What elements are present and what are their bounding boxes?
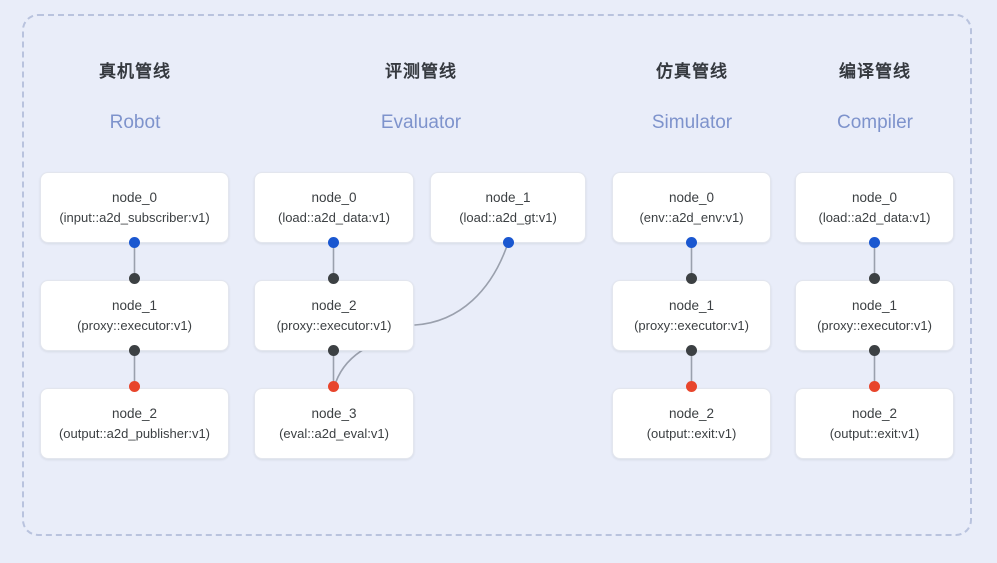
node-name: node_1 — [668, 298, 715, 313]
port-input-compiler-2[interactable] — [869, 381, 880, 392]
node-name: node_2 — [851, 406, 898, 421]
node-name: node_2 — [668, 406, 715, 421]
node-card-simulator-2[interactable]: node_2 (output::exit:v1) — [612, 388, 771, 459]
port-output-simulator-1[interactable] — [686, 345, 697, 356]
node-name: node_2 — [311, 298, 357, 313]
port-output-simulator-0[interactable] — [686, 237, 697, 248]
port-input-evaluator-2[interactable] — [328, 273, 339, 284]
node-card-simulator-1[interactable]: node_1 (proxy::executor:v1) — [612, 280, 771, 351]
port-output-compiler-0[interactable] — [869, 237, 880, 248]
node-type: (load::a2d_gt:v1) — [459, 210, 557, 225]
node-type: (input::a2d_subscriber:v1) — [59, 210, 210, 225]
node-name: node_0 — [111, 190, 158, 205]
node-card-compiler-2[interactable]: node_2 (output::exit:v1) — [795, 388, 954, 459]
node-card-compiler-1[interactable]: node_1 (proxy::executor:v1) — [795, 280, 954, 351]
node-name: node_0 — [851, 190, 898, 205]
node-type: (proxy::executor:v1) — [817, 318, 932, 333]
node-type: (load::a2d_data:v1) — [818, 210, 931, 225]
port-input-simulator-1[interactable] — [686, 273, 697, 284]
node-name: node_1 — [851, 298, 898, 313]
node-name: node_2 — [111, 406, 158, 421]
port-input-compiler-1[interactable] — [869, 273, 880, 284]
port-output-compiler-1[interactable] — [869, 345, 880, 356]
node-name: node_1 — [485, 190, 531, 205]
node-card-compiler-0[interactable]: node_0 (load::a2d_data:v1) — [795, 172, 954, 243]
node-card-evaluator-2[interactable]: node_2 (proxy::executor:v1) — [254, 280, 414, 351]
node-name: node_0 — [668, 190, 715, 205]
port-output-robot-1[interactable] — [129, 345, 140, 356]
node-type: (output::exit:v1) — [646, 426, 737, 441]
node-name: node_1 — [111, 298, 158, 313]
port-input-evaluator-3[interactable] — [328, 381, 339, 392]
port-output-evaluator-2[interactable] — [328, 345, 339, 356]
node-card-robot-2[interactable]: node_2 (output::a2d_publisher:v1) — [40, 388, 229, 459]
node-type: (proxy::executor:v1) — [276, 318, 392, 333]
port-input-robot-1[interactable] — [129, 273, 140, 284]
port-output-robot-0[interactable] — [129, 237, 140, 248]
node-card-robot-0[interactable]: node_0 (input::a2d_subscriber:v1) — [40, 172, 229, 243]
node-type: (eval::a2d_eval:v1) — [279, 426, 389, 441]
node-type: (output::a2d_publisher:v1) — [58, 426, 211, 441]
port-input-robot-2[interactable] — [129, 381, 140, 392]
node-type: (output::exit:v1) — [829, 426, 920, 441]
node-card-evaluator-1[interactable]: node_1 (load::a2d_gt:v1) — [430, 172, 586, 243]
port-output-evaluator-0[interactable] — [328, 237, 339, 248]
node-type: (load::a2d_data:v1) — [277, 210, 391, 225]
node-type: (proxy::executor:v1) — [634, 318, 749, 333]
port-input-simulator-2[interactable] — [686, 381, 697, 392]
node-type: (env::a2d_env:v1) — [639, 210, 744, 225]
node-card-robot-1[interactable]: node_1 (proxy::executor:v1) — [40, 280, 229, 351]
node-card-evaluator-0[interactable]: node_0 (load::a2d_data:v1) — [254, 172, 414, 243]
node-card-simulator-0[interactable]: node_0 (env::a2d_env:v1) — [612, 172, 771, 243]
node-type: (proxy::executor:v1) — [77, 318, 192, 333]
port-output-evaluator-1[interactable] — [503, 237, 514, 248]
node-name: node_3 — [311, 406, 357, 421]
node-name: node_0 — [311, 190, 357, 205]
node-card-evaluator-3[interactable]: node_3 (eval::a2d_eval:v1) — [254, 388, 414, 459]
